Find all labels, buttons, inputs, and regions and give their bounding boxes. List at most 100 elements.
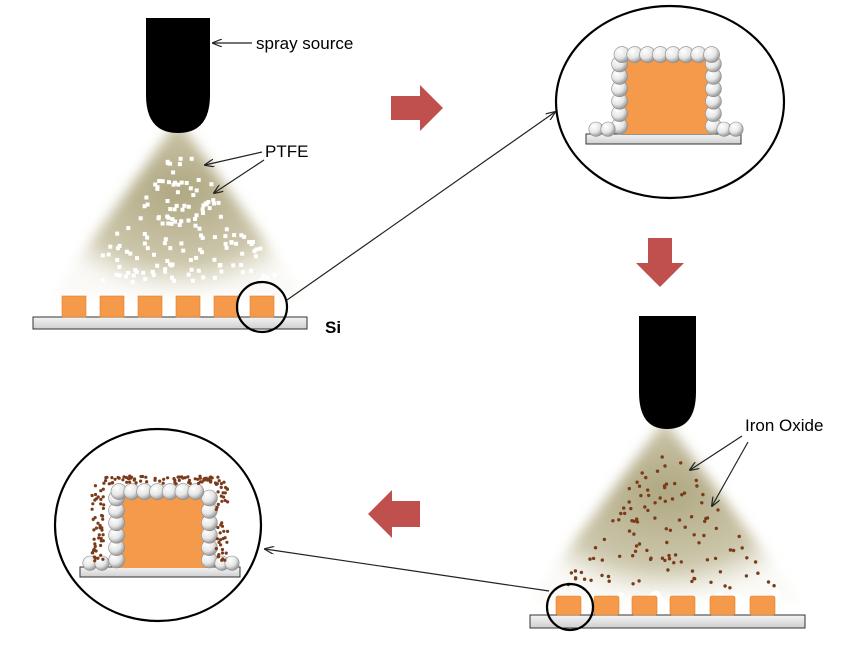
iron-oxide-particle [766, 580, 771, 584]
ptfe-particle [252, 249, 257, 254]
iron-oxide-particle [223, 558, 227, 562]
iron-oxide-particle [217, 479, 221, 483]
ptfe-particle [130, 279, 135, 284]
ptfe-label: PTFE [265, 142, 308, 161]
ptfe-particle [179, 241, 184, 246]
ptfe-particle [198, 247, 203, 252]
step1-ptfe-spray: Si spray source PTFE [32, 18, 555, 337]
iron-oxide-particle [606, 574, 611, 579]
ptfe-particle [234, 241, 239, 246]
ptfe-particle [212, 257, 217, 262]
ptfe-particle [138, 216, 143, 221]
ptfe-particle [186, 204, 191, 209]
ptfe-particle [217, 263, 222, 268]
ptfe-particle [209, 182, 214, 187]
iron-oxide-particle [647, 493, 651, 498]
iron-oxide-particle [618, 554, 622, 558]
ptfe-bead [201, 489, 218, 507]
iron-oxide-particle [92, 537, 96, 541]
iron-oxide-particle [645, 548, 649, 553]
iron-oxide-particle [709, 580, 713, 584]
ptfe-particle [194, 213, 199, 218]
ptfe-particle [141, 270, 146, 275]
iron-oxide-particle [107, 482, 111, 486]
ptfe-bead [728, 121, 744, 137]
iron-oxide-particle [215, 505, 219, 509]
iron-oxide-particle [216, 502, 220, 506]
ptfe-particle [165, 214, 170, 219]
ptfe-particle [197, 226, 202, 231]
iron-oxide-particle [209, 480, 213, 484]
iron-oxide-particle [93, 484, 97, 488]
iron-oxide-particle [697, 541, 701, 545]
ptfe-particle [224, 245, 229, 250]
iron-oxide-particle [220, 521, 224, 525]
iron-oxide-particle [177, 478, 181, 482]
ptfe-fluff [657, 599, 667, 608]
ptfe-particle [242, 234, 247, 239]
pillar [249, 295, 275, 318]
iron-oxide-particle [214, 547, 218, 551]
ptfe-particle [186, 272, 191, 277]
iron-oxide-particle [153, 476, 157, 480]
iron-oxide-particle [694, 478, 698, 483]
ptfe-bead-coating [588, 46, 744, 137]
iron-oxide-particle [660, 556, 665, 560]
ptfe-particle [266, 275, 270, 280]
iron-oxide-particle [221, 491, 225, 495]
iron-oxide-particle [93, 542, 97, 546]
ptfe-particle [169, 221, 174, 226]
iron-oxide-particle [772, 584, 776, 588]
ptfe-particle [206, 200, 211, 204]
iron-oxide-leader-2 [712, 441, 749, 506]
iron-oxide-particle [637, 542, 642, 546]
ptfe-particle [168, 246, 173, 251]
iron-oxide-particle [629, 506, 633, 511]
ptfe-particle [163, 267, 168, 272]
iron-oxide-particle [683, 525, 687, 529]
iron-oxide-particle [181, 476, 185, 480]
ptfe-particle [240, 251, 245, 256]
iron-oxide-particle [718, 570, 723, 574]
ptfe-particle [108, 244, 113, 249]
ptfe-particle [155, 185, 160, 190]
iron-oxide-particle [591, 556, 596, 561]
iron-oxide-particle [92, 555, 96, 559]
iron-oxide-particle [222, 529, 226, 533]
iron-oxide-particle [658, 496, 662, 500]
ptfe-particle [224, 227, 229, 232]
ptfe-particle [171, 182, 176, 187]
ptfe-particle [174, 203, 179, 208]
iron-oxide-particle [600, 573, 604, 578]
iron-oxide-particle [639, 493, 643, 498]
iron-oxide-particle [93, 492, 98, 497]
spray-source-nozzle-2 [639, 316, 696, 429]
iron-oxide-particle [668, 528, 673, 532]
ptfe-particle [229, 240, 234, 245]
ptfe-particle [134, 269, 139, 274]
iron-oxide-particle [714, 526, 718, 531]
pillar-array [61, 295, 275, 318]
ptfe-particle [155, 263, 160, 268]
coated-pillar [593, 595, 620, 616]
iron-oxide-particle [631, 582, 635, 586]
iron-oxide-particle [96, 556, 100, 560]
iron-oxide-particle [753, 560, 758, 564]
ptfe-particles [100, 156, 277, 284]
pillar [61, 295, 87, 318]
iron-oxide-particle [632, 532, 636, 536]
iron-oxide-particle [663, 558, 667, 563]
iron-oxide-particle [644, 475, 648, 480]
iron-oxide-particle [139, 474, 143, 479]
iron-oxide-particle [663, 499, 667, 503]
iron-oxide-particle [101, 487, 105, 491]
ptfe-particle [182, 203, 187, 208]
ptfe-particle [165, 161, 170, 166]
ptfe-particle [188, 186, 193, 191]
coated-pillar [669, 595, 696, 616]
iron-oxide-particle [649, 556, 653, 560]
ptfe-particle [157, 179, 162, 183]
ptfe-particle [163, 237, 168, 242]
ptfe-particle [150, 269, 155, 274]
